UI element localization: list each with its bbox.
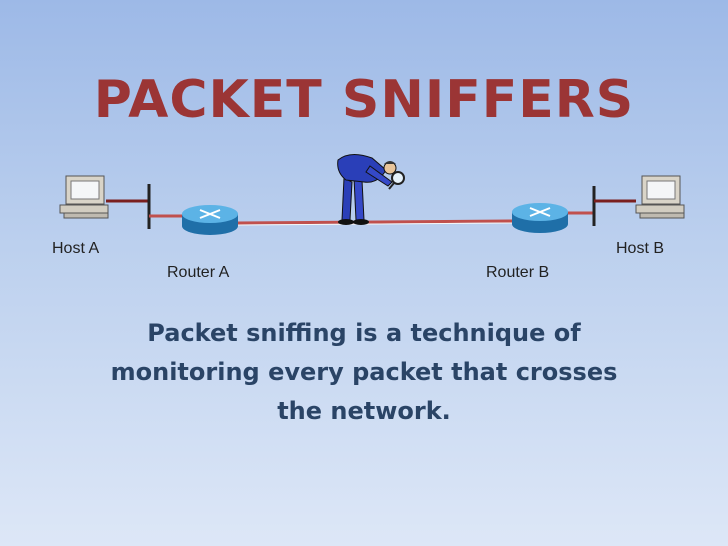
computer-icon <box>59 175 109 219</box>
computer-icon <box>635 175 685 219</box>
router-icon <box>182 205 238 235</box>
host-b-label: Host B <box>616 240 665 257</box>
backbone-link <box>237 219 513 225</box>
description-text: Packet sniffing is a technique of monito… <box>110 319 618 425</box>
router-a-label: Router A <box>167 264 230 281</box>
network-diagram <box>59 154 685 235</box>
router-b-label: Router B <box>486 264 550 281</box>
router-icon <box>512 203 568 233</box>
magnifier-person-icon <box>337 154 405 225</box>
slide-title: PACKET SNIFFERS <box>93 70 635 130</box>
host-a-label: Host A <box>52 240 100 257</box>
backbone-highlight <box>237 222 513 226</box>
